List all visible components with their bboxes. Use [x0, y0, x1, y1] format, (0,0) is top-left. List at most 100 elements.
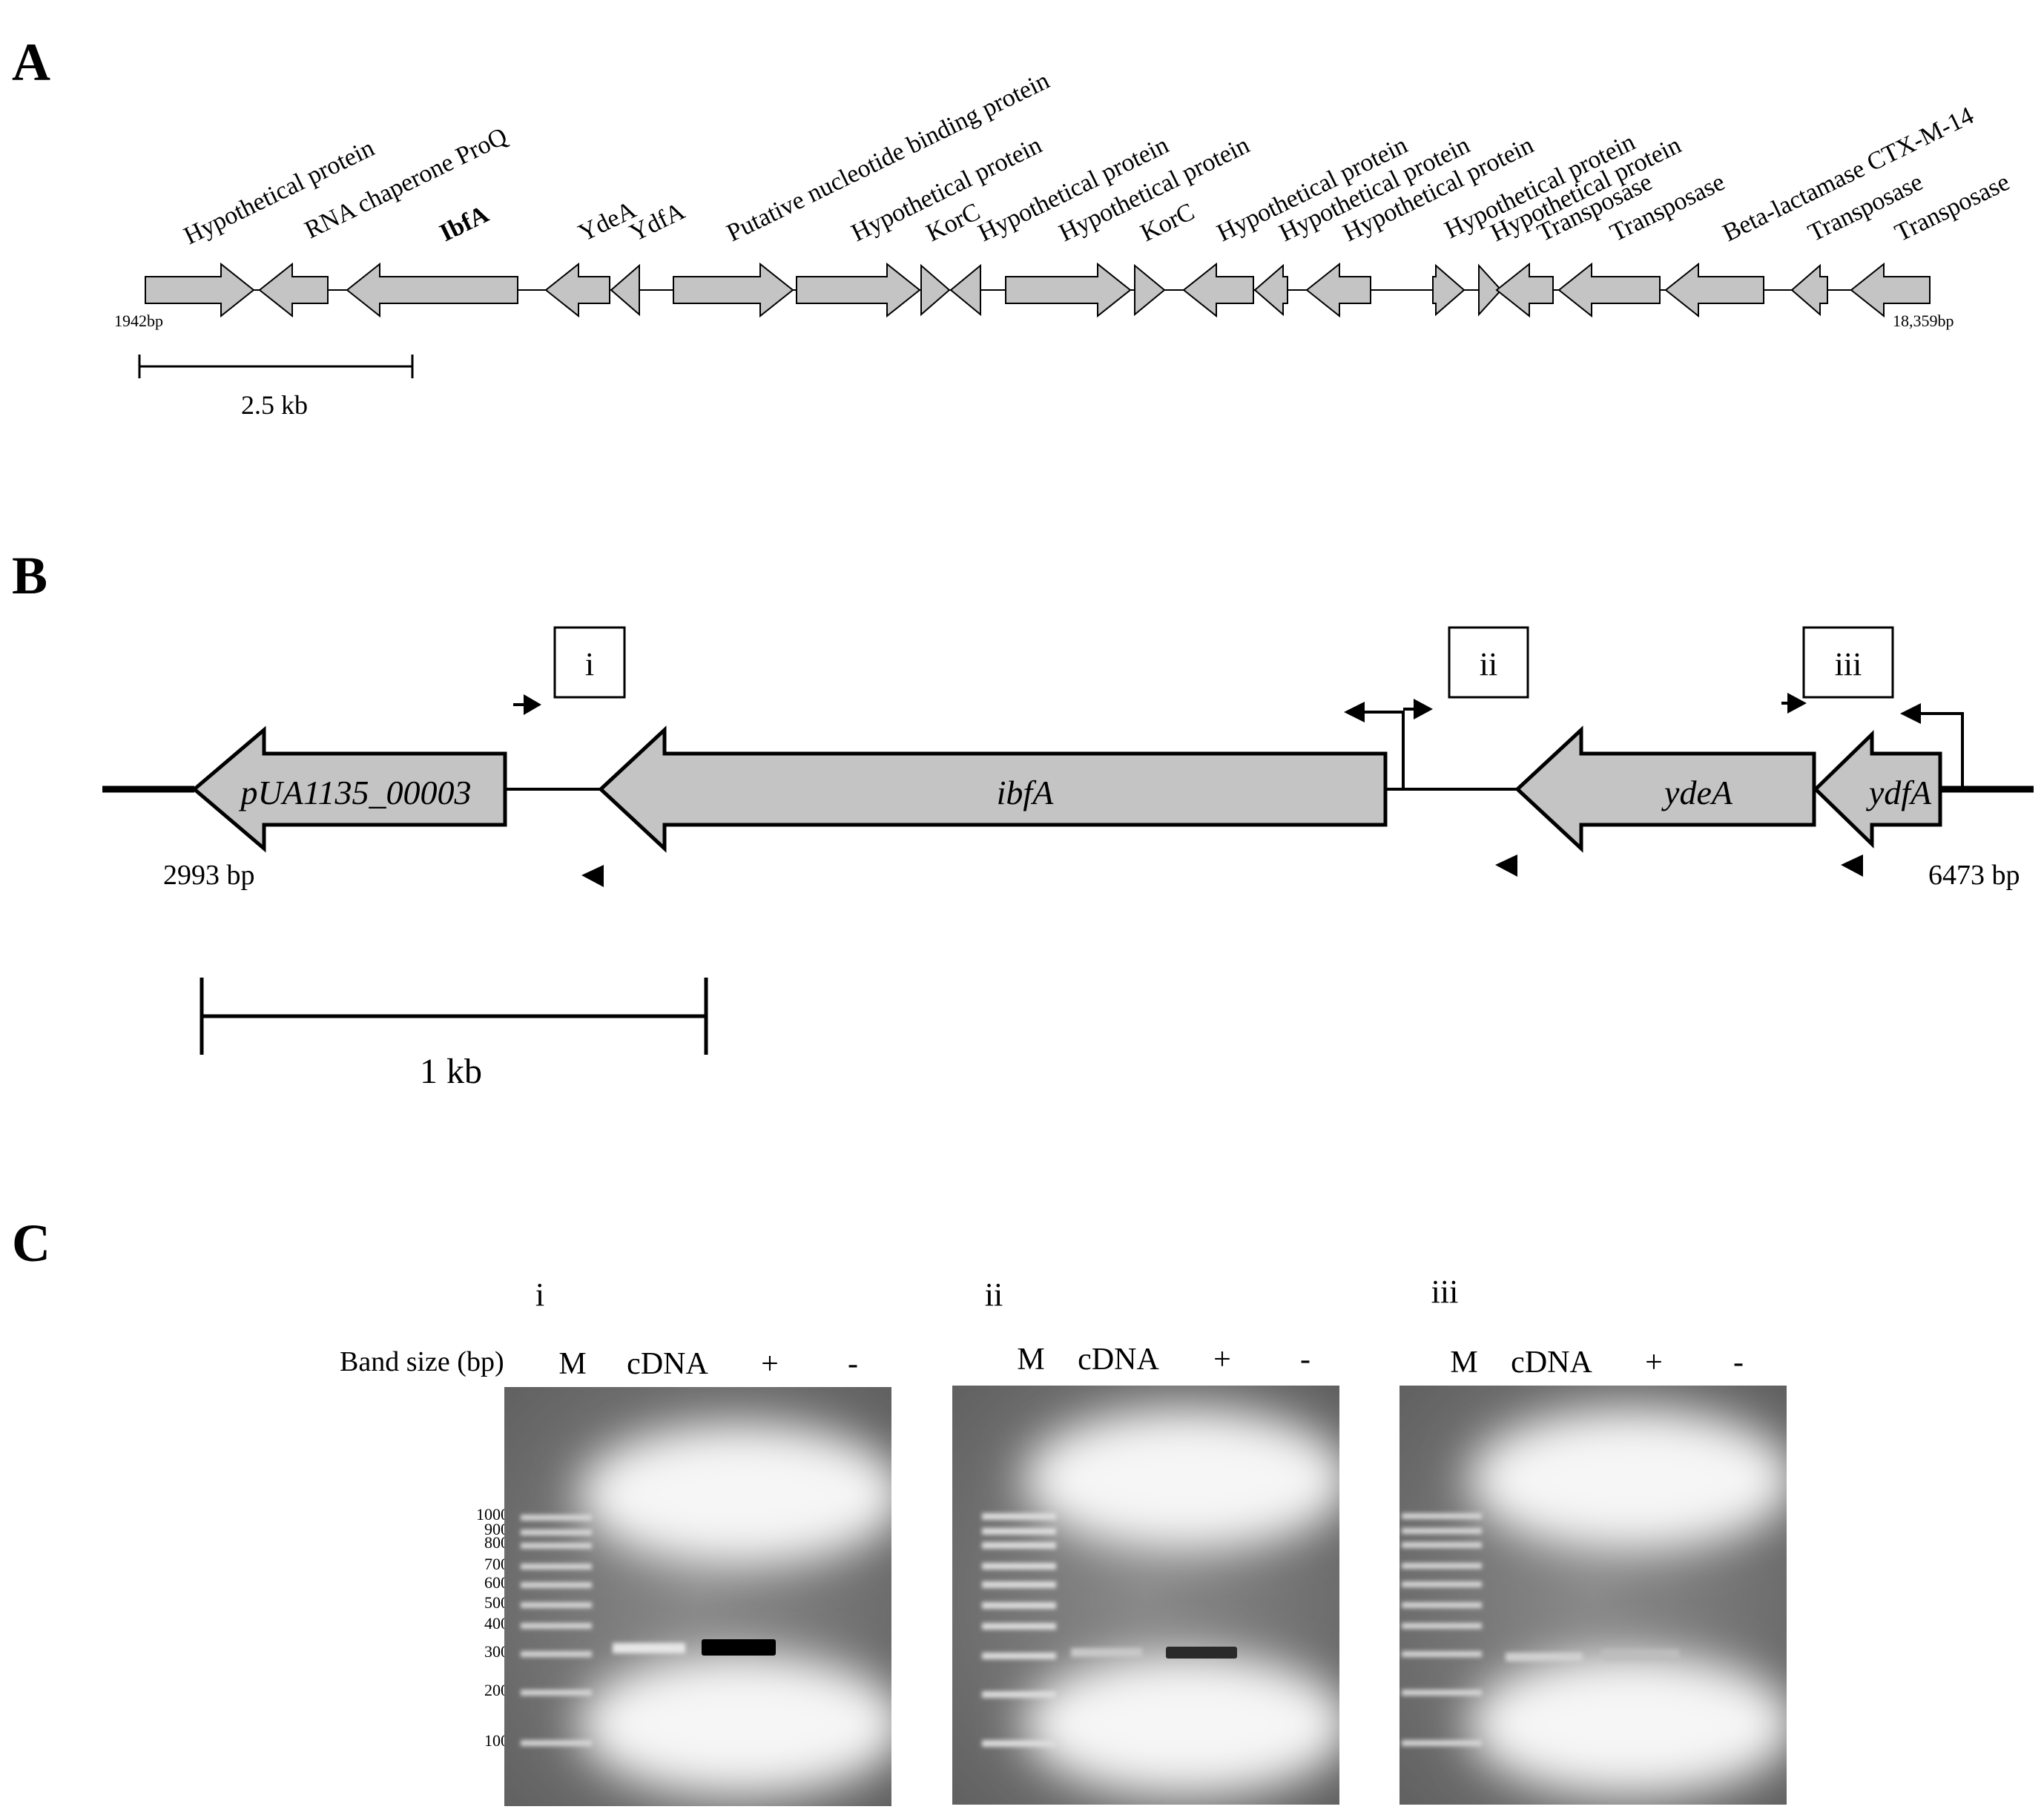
gel-title-ii: ii: [985, 1277, 1003, 1313]
region-box-i: [553, 626, 626, 699]
ladder-band: [982, 1513, 1056, 1520]
lane-label-cdna: cDNA: [1078, 1343, 1159, 1377]
gene-arrow: [346, 262, 518, 318]
region-label-i: i: [585, 646, 594, 682]
gene-arrow-puA1135-00003: [191, 725, 507, 853]
gene-arrow: [1134, 263, 1166, 317]
region-box-iii: [1802, 626, 1894, 699]
ladder-band: [521, 1582, 592, 1588]
gene-arrow: [673, 262, 794, 318]
panel-label-a: A: [12, 33, 50, 92]
ladder-band: [982, 1740, 1056, 1747]
promoter-arrow-ydfA: [1921, 712, 1964, 789]
panel-b-end-coordinate: 6473 bp: [1928, 860, 2020, 891]
ladder-band: [982, 1528, 1056, 1535]
band-positive: [702, 1639, 776, 1656]
ladder-band: [521, 1543, 592, 1549]
band-positive: [1602, 1650, 1679, 1660]
lane-label-minus: -: [1300, 1343, 1311, 1377]
band-size-label: Band size (bp): [340, 1346, 504, 1377]
lane-label-m: M: [558, 1347, 586, 1381]
lane-label-cdna: cDNA: [627, 1347, 708, 1381]
ladder-band: [1402, 1528, 1482, 1534]
lane-label-plus: +: [1213, 1343, 1231, 1377]
ladder-band: [521, 1623, 592, 1629]
gene-arrow: [796, 262, 921, 318]
ladder-band: [521, 1602, 592, 1608]
gene-arrow: [1432, 263, 1466, 317]
lane-label-m: M: [1450, 1346, 1477, 1380]
gel-image-ii: [952, 1386, 1339, 1805]
panel-a-scale-label: 2.5 kb: [241, 390, 308, 420]
ladder-band: [982, 1691, 1056, 1698]
ladder-band: [1402, 1690, 1482, 1696]
gel-image-i: [504, 1387, 891, 1806]
gene-arrow: [1557, 262, 1661, 318]
band-cdna: [613, 1643, 685, 1653]
lane-label-plus: +: [761, 1347, 779, 1381]
gene-arrow: [258, 262, 329, 318]
ladder-band: [521, 1690, 592, 1696]
panel-a-end-coordinate: 18,359bp: [1893, 312, 1954, 330]
ladder-band: [1402, 1513, 1482, 1519]
ladder-band: [521, 1564, 592, 1570]
primer-reverse-ii: [1495, 854, 1517, 877]
ladder-band: [1402, 1740, 1482, 1746]
gene-arrow: [145, 262, 255, 318]
ladder-band: [982, 1623, 1056, 1630]
ladder-band: [1402, 1623, 1482, 1629]
ladder-band: [1402, 1542, 1482, 1548]
band-cdna: [1506, 1653, 1583, 1661]
lane-label-plus: +: [1645, 1346, 1663, 1380]
promoter-arrowhead-ydfA: [1900, 703, 1921, 724]
lane-label-minus: -: [1733, 1346, 1744, 1380]
ladder-band: [982, 1563, 1056, 1570]
ladder-band: [982, 1653, 1056, 1659]
gene-arrow: [1305, 262, 1371, 318]
gene-label: YdfA: [625, 197, 689, 247]
ladder-band: [521, 1515, 592, 1521]
lane-label-minus: -: [848, 1347, 858, 1381]
ladder-band: [982, 1602, 1056, 1609]
gene-arrow: [1790, 263, 1828, 317]
panel-b-gene-map: pUA1135_00003 ibfA ydeA ydfA i ii iii: [102, 626, 2034, 1091]
band-positive: [1166, 1647, 1237, 1659]
gene-arrow: [1478, 263, 1503, 317]
gene-arrow-ibfA: [598, 725, 1388, 853]
lane-label-cdna: cDNA: [1511, 1346, 1592, 1380]
ladder-band: [1402, 1563, 1482, 1569]
gene-arrow: [1005, 262, 1132, 318]
gene-arrow: [1182, 262, 1254, 318]
gene-arrow: [1495, 262, 1554, 318]
promoter-arrow-ibfA: [1365, 711, 1405, 789]
panel-b-scale-bar: [200, 978, 708, 1055]
primer-reverse-iii: [1841, 854, 1863, 877]
gel-title-iii: iii: [1431, 1274, 1459, 1310]
gene-label-ydfA: ydfA: [1866, 774, 1932, 811]
band-cdna: [1071, 1648, 1142, 1657]
gene-arrow-ydfA: [1813, 730, 1942, 849]
panel-c-gels: i ii iii Band size (bp) M cDNA + - M cDN…: [340, 1274, 1787, 1806]
ladder-band: [982, 1542, 1056, 1549]
region-label-iii: iii: [1835, 646, 1862, 682]
lane-label-m: M: [1017, 1343, 1044, 1377]
ladder-band: [521, 1740, 592, 1746]
promoter-arrowhead-ibfA: [1344, 702, 1365, 722]
gel-image-iii: [1400, 1386, 1787, 1805]
ladder-band: [1402, 1581, 1482, 1587]
gene-label: IbfA: [435, 200, 493, 247]
ladder-band: [1402, 1602, 1482, 1608]
gene-label: Hypothetical protein: [179, 134, 378, 250]
ladder-band: [521, 1529, 592, 1535]
primer-forward-ii: [1403, 699, 1433, 719]
region-box-ii: [1448, 626, 1529, 699]
ladder-band: [982, 1581, 1056, 1588]
gene-arrow: [544, 262, 610, 318]
gene-arrow: [1850, 262, 1931, 318]
gene-arrow: [1253, 263, 1288, 317]
panel-b-start-coordinate: 2993 bp: [163, 860, 255, 891]
panel-a-gene-map: Hypothetical protein RNA chaperone ProQ …: [114, 67, 2014, 420]
ladder-size-label: 1000: [476, 1505, 509, 1524]
gel-title-i: i: [535, 1277, 544, 1313]
